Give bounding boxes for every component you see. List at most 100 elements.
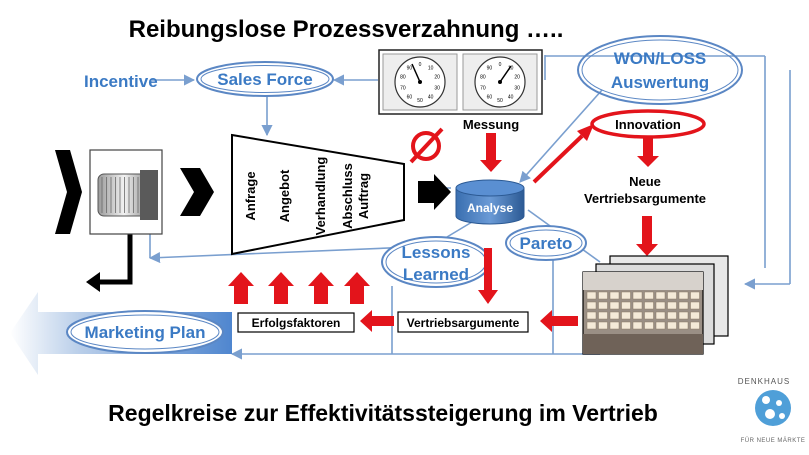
gauge-tick-label: 30 [514, 86, 520, 92]
funnel-stage-label: Verhandlung [313, 157, 328, 236]
cabinet-drawer [632, 291, 643, 300]
node-lessons-learned: Lessons Learned [381, 236, 491, 288]
gauge-tick-label: 60 [407, 95, 413, 101]
neue-label-1: Neue [629, 174, 661, 189]
cabinet-drawer [632, 321, 643, 330]
analyse-database: Analyse [455, 179, 525, 225]
arrow-up-1 [228, 272, 254, 304]
messung-label: Messung [463, 117, 519, 132]
filter-image [89, 149, 163, 235]
arrow-messung-analyse [480, 133, 502, 172]
funnel-stage-label: Anfrage [243, 171, 258, 220]
cabinet-drawer [598, 321, 608, 330]
cabinet-drawer [667, 321, 677, 330]
cabinet-drawer [655, 291, 666, 300]
funnel-stage-label: Angebot [277, 169, 292, 222]
gauge-tick-label: 50 [497, 98, 503, 104]
marketing-plan-ellipse [66, 310, 224, 354]
cabinet-drawer [655, 311, 666, 320]
node-marketing-plan: Marketing Plan [10, 292, 232, 375]
cabinet-drawer [644, 311, 654, 320]
innovation-ellipse [590, 109, 706, 139]
page-subtitle: Regelkreise zur Effektivitätssteigerung … [108, 400, 658, 426]
gauge-tick-label: 90 [407, 65, 413, 71]
gauge-left-hub [418, 80, 422, 84]
node-sales-force: Sales Force [196, 61, 334, 97]
arrow-up-2 [268, 272, 294, 304]
arrow-analyse-innovation [532, 124, 594, 184]
gauge-tick-label: 0 [419, 62, 422, 68]
won-loss-ellipse-inner [581, 39, 739, 101]
cabinet-drawer [598, 311, 608, 320]
cabinet-drawer [667, 301, 677, 310]
return-arrow [86, 230, 133, 292]
sales-force-ellipse-inner [200, 65, 330, 93]
gauge-tick-label: 70 [480, 86, 486, 92]
sales-force-label: Sales Force [217, 70, 312, 89]
cabinet-drawer [598, 301, 608, 310]
arrows-erfolg-funnel [228, 272, 370, 304]
logo-name: DENKHAUS [738, 377, 790, 386]
cabinet-drawer [609, 311, 620, 320]
sales-funnel [231, 133, 405, 256]
cabinet-drawer [609, 301, 620, 310]
gauge-right-hub [498, 80, 502, 84]
logo-tagline: FÜR NEUE MÄRKTE [741, 437, 806, 444]
blue-connectors [148, 55, 791, 360]
cabinet-drawer [621, 291, 631, 300]
gauge-tick-label: 10 [428, 65, 434, 71]
lessons-label-1: Lessons [402, 243, 471, 262]
neue-label-2: Vertriebsargumente [584, 191, 706, 206]
gauge-tick-label: 10 [508, 65, 514, 71]
flow-arrow-mid [180, 168, 214, 216]
node-innovation: Innovation [590, 109, 706, 139]
cabinet-drawer [644, 291, 654, 300]
funnel-stage-label: Abschluss [340, 163, 355, 229]
cabinet-drawer [586, 291, 597, 300]
cabinet-drawer [621, 311, 631, 320]
cabinet-image [582, 255, 729, 355]
diameter-icon [409, 127, 444, 164]
node-won-loss: WON/LOSS Auswertung [577, 35, 743, 105]
denkhaus-logo: DENKHAUS FÜR NEUE MÄRKTE [738, 377, 806, 444]
cabinet-drawer [598, 291, 608, 300]
arrow-innovation-neue [637, 138, 659, 167]
flow-arrow-analyse [418, 174, 451, 210]
cabinet-drawer [621, 301, 631, 310]
cabinet-drawer [632, 311, 643, 320]
gauge-tick-label: 90 [487, 65, 493, 71]
cabinet-drawer [655, 321, 666, 330]
cabinet-drawer [644, 301, 654, 310]
cabinet-drawer [586, 321, 597, 330]
cabinet-drawer [586, 311, 597, 320]
gauge-tick-label: 0 [499, 62, 502, 68]
lessons-label-2: Learned [403, 265, 469, 284]
cabinet-drawer [609, 321, 620, 330]
erfolgsfaktoren-box [237, 312, 355, 333]
gauge-tick-label: 20 [514, 74, 520, 80]
arrow-lessons-vertrieb [478, 248, 498, 304]
arrow-vertrieb-erfolg [360, 310, 394, 332]
cabinet-drawer [678, 311, 689, 320]
sales-force-ellipse [196, 61, 334, 97]
black-flow-arrows [55, 150, 451, 234]
marketing-plan-ellipse-inner [70, 314, 220, 350]
gauge-tick-label: 40 [508, 95, 514, 101]
cabinet-drawer [690, 301, 700, 310]
cabinet-drawer [644, 321, 654, 330]
cabinet-drawer [678, 321, 689, 330]
cabinet-drawer [690, 311, 700, 320]
flow-arrow-in [55, 150, 82, 234]
node-pareto: Pareto [505, 225, 587, 261]
gauge-tick-label: 60 [487, 95, 493, 101]
gauge-tick-label: 30 [434, 86, 440, 92]
cabinet-drawer [667, 311, 677, 320]
vertriebsargumente-box [397, 311, 529, 333]
cabinet-drawer [609, 291, 620, 300]
gauge-tick-label: 80 [400, 74, 406, 80]
page-title: Reibungslose Prozessverzahnung ….. [129, 16, 564, 43]
